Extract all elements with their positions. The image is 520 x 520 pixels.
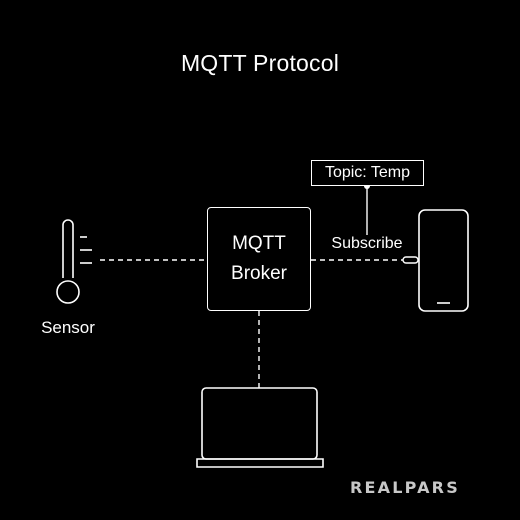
subscribe-label: Subscribe: [322, 235, 412, 253]
diagram-title: MQTT Protocol: [180, 50, 340, 76]
smartphone-icon: [418, 209, 469, 312]
mqtt-broker-box: MQTT Broker: [207, 207, 311, 311]
topic-label: Topic: Temp: [324, 164, 411, 181]
topic-label-box: Topic: Temp: [311, 160, 424, 186]
connector-plug: [402, 256, 419, 264]
broker-label-line2: Broker: [231, 263, 287, 284]
sensor-label: Sensor: [41, 318, 95, 337]
realpars-logo: REALPARS: [350, 478, 460, 497]
laptop-icon: [196, 387, 324, 468]
broker-label-line1: MQTT: [232, 233, 286, 254]
thermometer-icon: [56, 219, 92, 304]
